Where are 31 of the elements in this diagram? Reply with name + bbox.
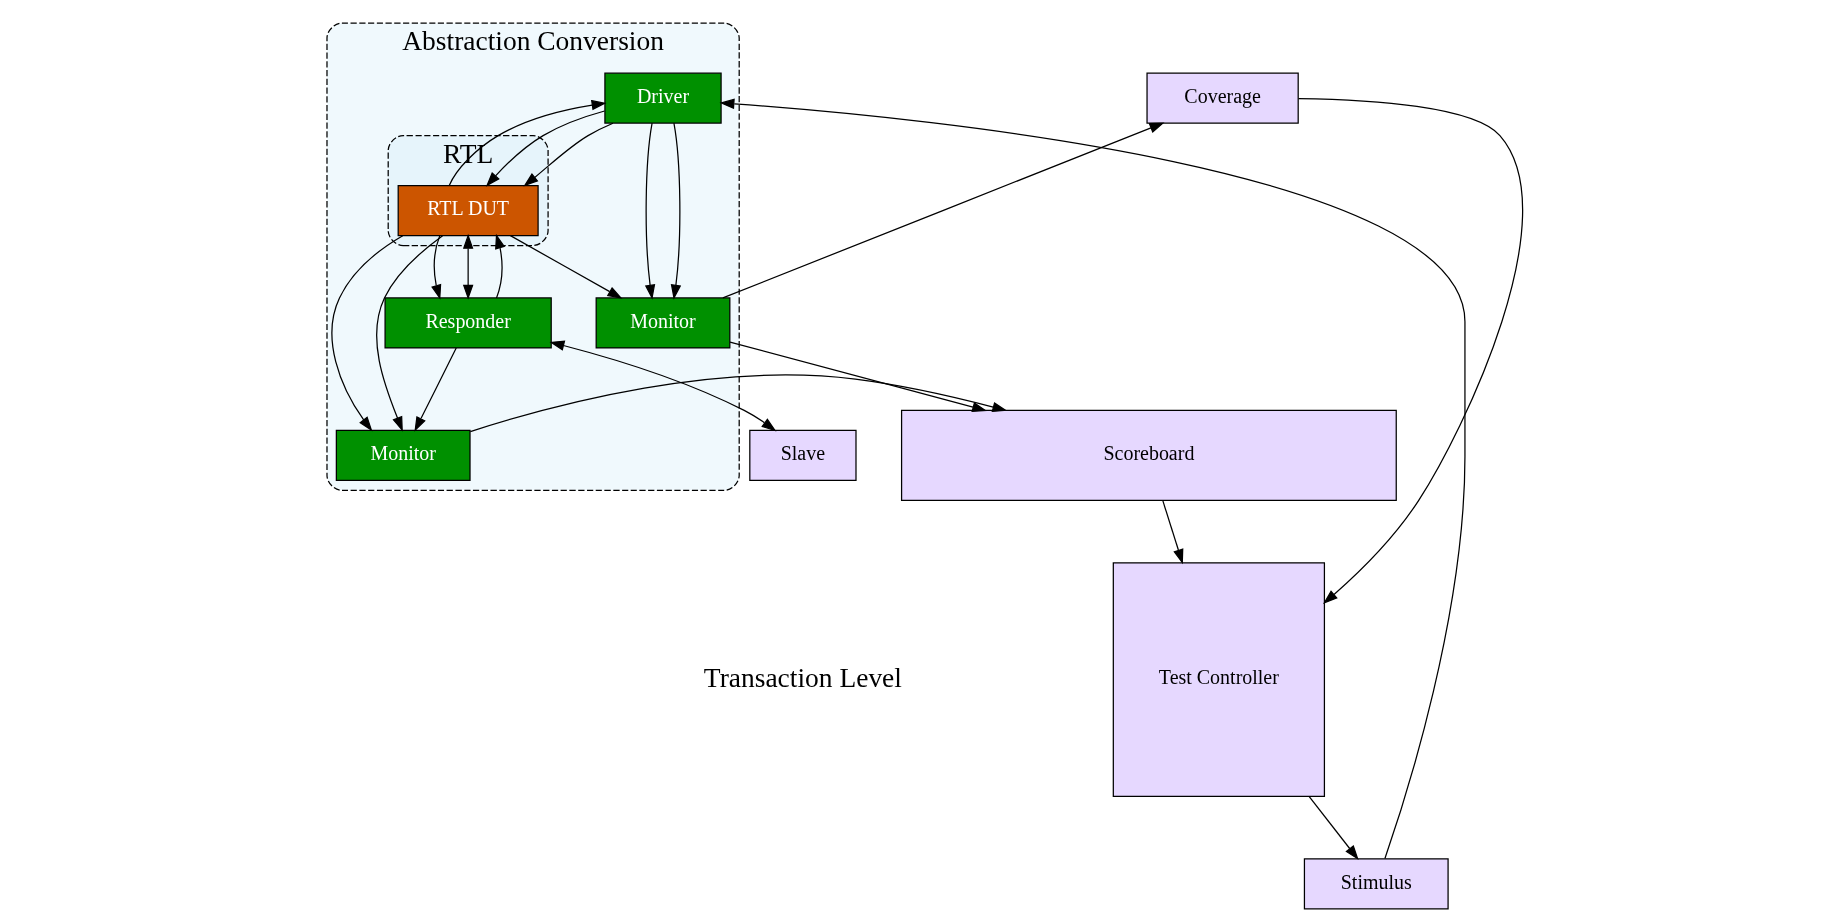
- node-box: Coverage: [1146, 72, 1299, 124]
- arrow: [719, 98, 1466, 860]
- node-box: Stimulus: [1303, 858, 1449, 910]
- arrow: [469, 374, 1008, 433]
- arrow: [485, 110, 606, 187]
- label: Transaction Level: [703, 662, 902, 693]
- arrow: [1297, 97, 1524, 604]
- arrow: [331, 235, 404, 432]
- arrow: [644, 122, 656, 300]
- arrow: [448, 99, 607, 186]
- arrow: [1308, 795, 1359, 861]
- arrow: [509, 235, 623, 299]
- arrow: [722, 122, 1165, 299]
- node-box: Driver: [604, 72, 722, 124]
- arrow: [670, 122, 682, 300]
- node-box: Monitor: [595, 297, 731, 349]
- arrow: [549, 340, 777, 432]
- arrow: [376, 235, 444, 432]
- node-box: Test Controller: [1112, 562, 1326, 797]
- arrow: [414, 347, 457, 432]
- node-box: Slave: [749, 429, 857, 481]
- arrow: [431, 235, 442, 300]
- arrow: [495, 233, 506, 299]
- node-box: Scoreboard: [900, 409, 1397, 501]
- node-box: RTL DUT: [397, 184, 539, 237]
- arrow: [729, 341, 988, 413]
- node-box: Monitor: [335, 429, 471, 481]
- node-box: Responder: [384, 297, 552, 349]
- arrow: [523, 122, 614, 187]
- arrow: [462, 233, 474, 300]
- arrow: [1162, 499, 1184, 565]
